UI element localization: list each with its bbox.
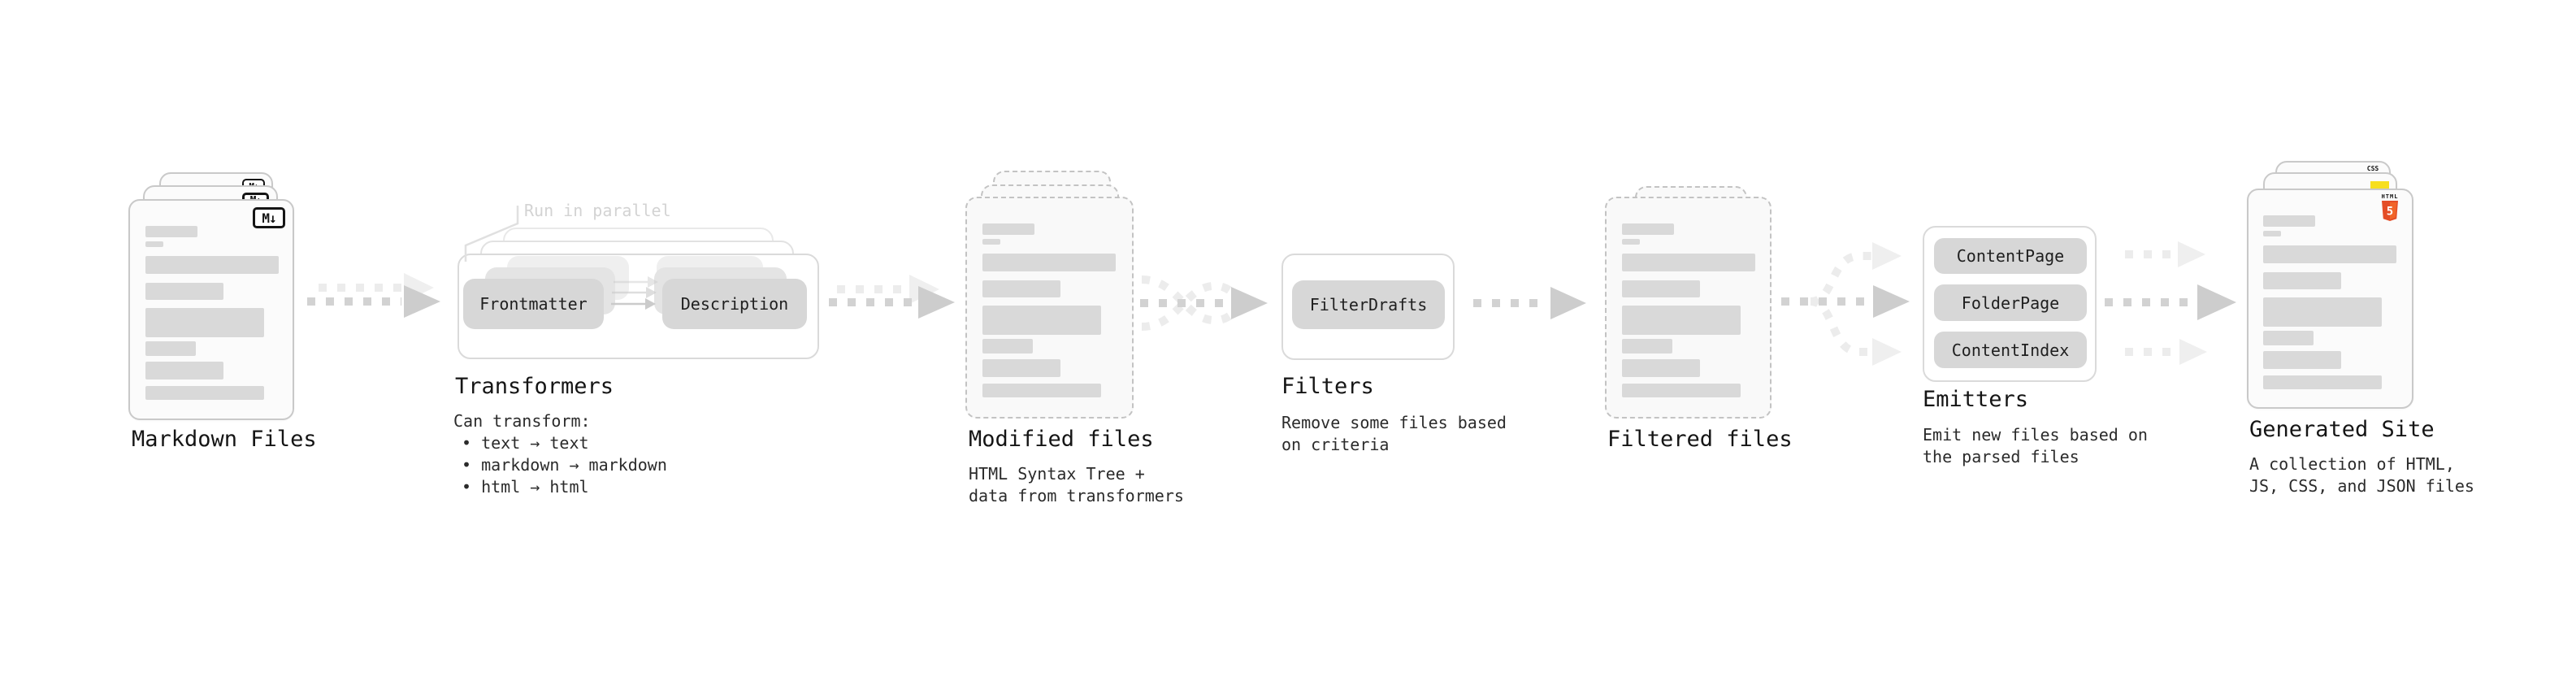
contentindex-node: ContentIndex (1934, 332, 2087, 368)
html5-icon-label: HTML (2381, 193, 2399, 200)
arrow-emitters-to-site (2105, 241, 2236, 365)
doc-text-bar (982, 280, 1060, 297)
doc-text-bar (1622, 223, 1674, 235)
doc-text-bar (145, 386, 264, 400)
doc-text-bar (2263, 245, 2396, 263)
markdown-file-card-front: M↓ (128, 199, 294, 420)
arrow-transformers-to-modified (829, 275, 955, 319)
arrow-filters-to-filtered (1473, 287, 1586, 319)
doc-text-bar (982, 359, 1060, 377)
doc-text-bar (982, 306, 1101, 335)
modified-files-desc: HTML Syntax Tree + (969, 464, 1145, 484)
doc-text-bar (145, 362, 223, 380)
transformers-label: Transformers (455, 374, 614, 399)
doc-text-bar (982, 239, 1000, 245)
emitters-desc: the parsed files (1923, 447, 2079, 466)
generated-site-desc: A collection of HTML, (2249, 454, 2455, 474)
doc-text-bar (2263, 231, 2281, 236)
doc-text-bar (1622, 384, 1741, 397)
site-file-card-html: HTML 5 (2247, 189, 2413, 409)
filters-desc: Remove some files based (1281, 413, 1507, 432)
generated-site-label: Generated Site (2249, 417, 2435, 442)
markdown-file-icon: M↓ (253, 207, 285, 228)
doc-text-bar (2263, 215, 2315, 227)
arrow-modified-to-filters-merge (1140, 275, 1268, 331)
doc-text-bar (1622, 359, 1700, 377)
frontmatter-node: Frontmatter (463, 279, 604, 329)
filters-desc: on criteria (1281, 435, 1390, 454)
emitters-label: Emitters (1923, 387, 2029, 412)
doc-text-bar (2263, 375, 2382, 389)
doc-text-bar (1622, 339, 1672, 354)
doc-text-bar (1622, 306, 1741, 335)
doc-text-bar (2263, 331, 2314, 345)
html5-shield: 5 (2382, 201, 2398, 221)
doc-text-bar (145, 256, 279, 274)
transformers-bullet: • html → html (462, 477, 589, 497)
doc-text-bar (2263, 351, 2341, 369)
html5-icon: HTML 5 (2380, 193, 2400, 223)
transformers-bullet: • markdown → markdown (462, 455, 667, 475)
doc-text-bar (145, 308, 264, 337)
run-in-parallel-note: Run in parallel (524, 201, 671, 220)
filters-label: Filters (1281, 374, 1374, 399)
modified-files-label: Modified files (969, 427, 1154, 452)
css-icon-text: CSS (2366, 165, 2379, 172)
transformers-desc-intro: Can transform: (453, 411, 591, 431)
arrow-markdown-to-transformers (307, 273, 440, 318)
description-node: Description (662, 279, 807, 329)
doc-text-bar (145, 341, 196, 356)
svg-text:5: 5 (2387, 206, 2393, 219)
markdown-files-label: Markdown Files (132, 427, 317, 452)
emitters-desc: Emit new files based on (1923, 425, 2148, 445)
modified-file-card-front (965, 197, 1134, 419)
folderpage-node: FolderPage (1934, 284, 2087, 321)
modified-files-desc: data from transformers (969, 486, 1184, 505)
filterdrafts-node: FilterDrafts (1292, 280, 1445, 329)
contentpage-node: ContentPage (1934, 238, 2087, 274)
doc-text-bar (1622, 239, 1640, 245)
arrow-filtered-to-emitters-fanout (1781, 242, 1910, 366)
doc-text-bar (982, 223, 1034, 235)
doc-text-bar (982, 254, 1116, 271)
transformers-bullet: • text → text (462, 433, 589, 453)
filtered-file-card-front (1605, 197, 1772, 419)
doc-text-bar (1622, 254, 1755, 271)
doc-text-bar (982, 384, 1101, 397)
doc-text-bar (145, 226, 197, 237)
doc-text-bar (1622, 280, 1700, 297)
filtered-files-label: Filtered files (1607, 427, 1793, 452)
generated-site-desc: JS, CSS, and JSON files (2249, 476, 2474, 496)
doc-text-bar (2263, 272, 2341, 289)
doc-text-bar (2263, 297, 2382, 327)
doc-text-bar (982, 339, 1033, 354)
doc-text-bar (145, 283, 223, 300)
doc-text-bar (145, 241, 163, 247)
